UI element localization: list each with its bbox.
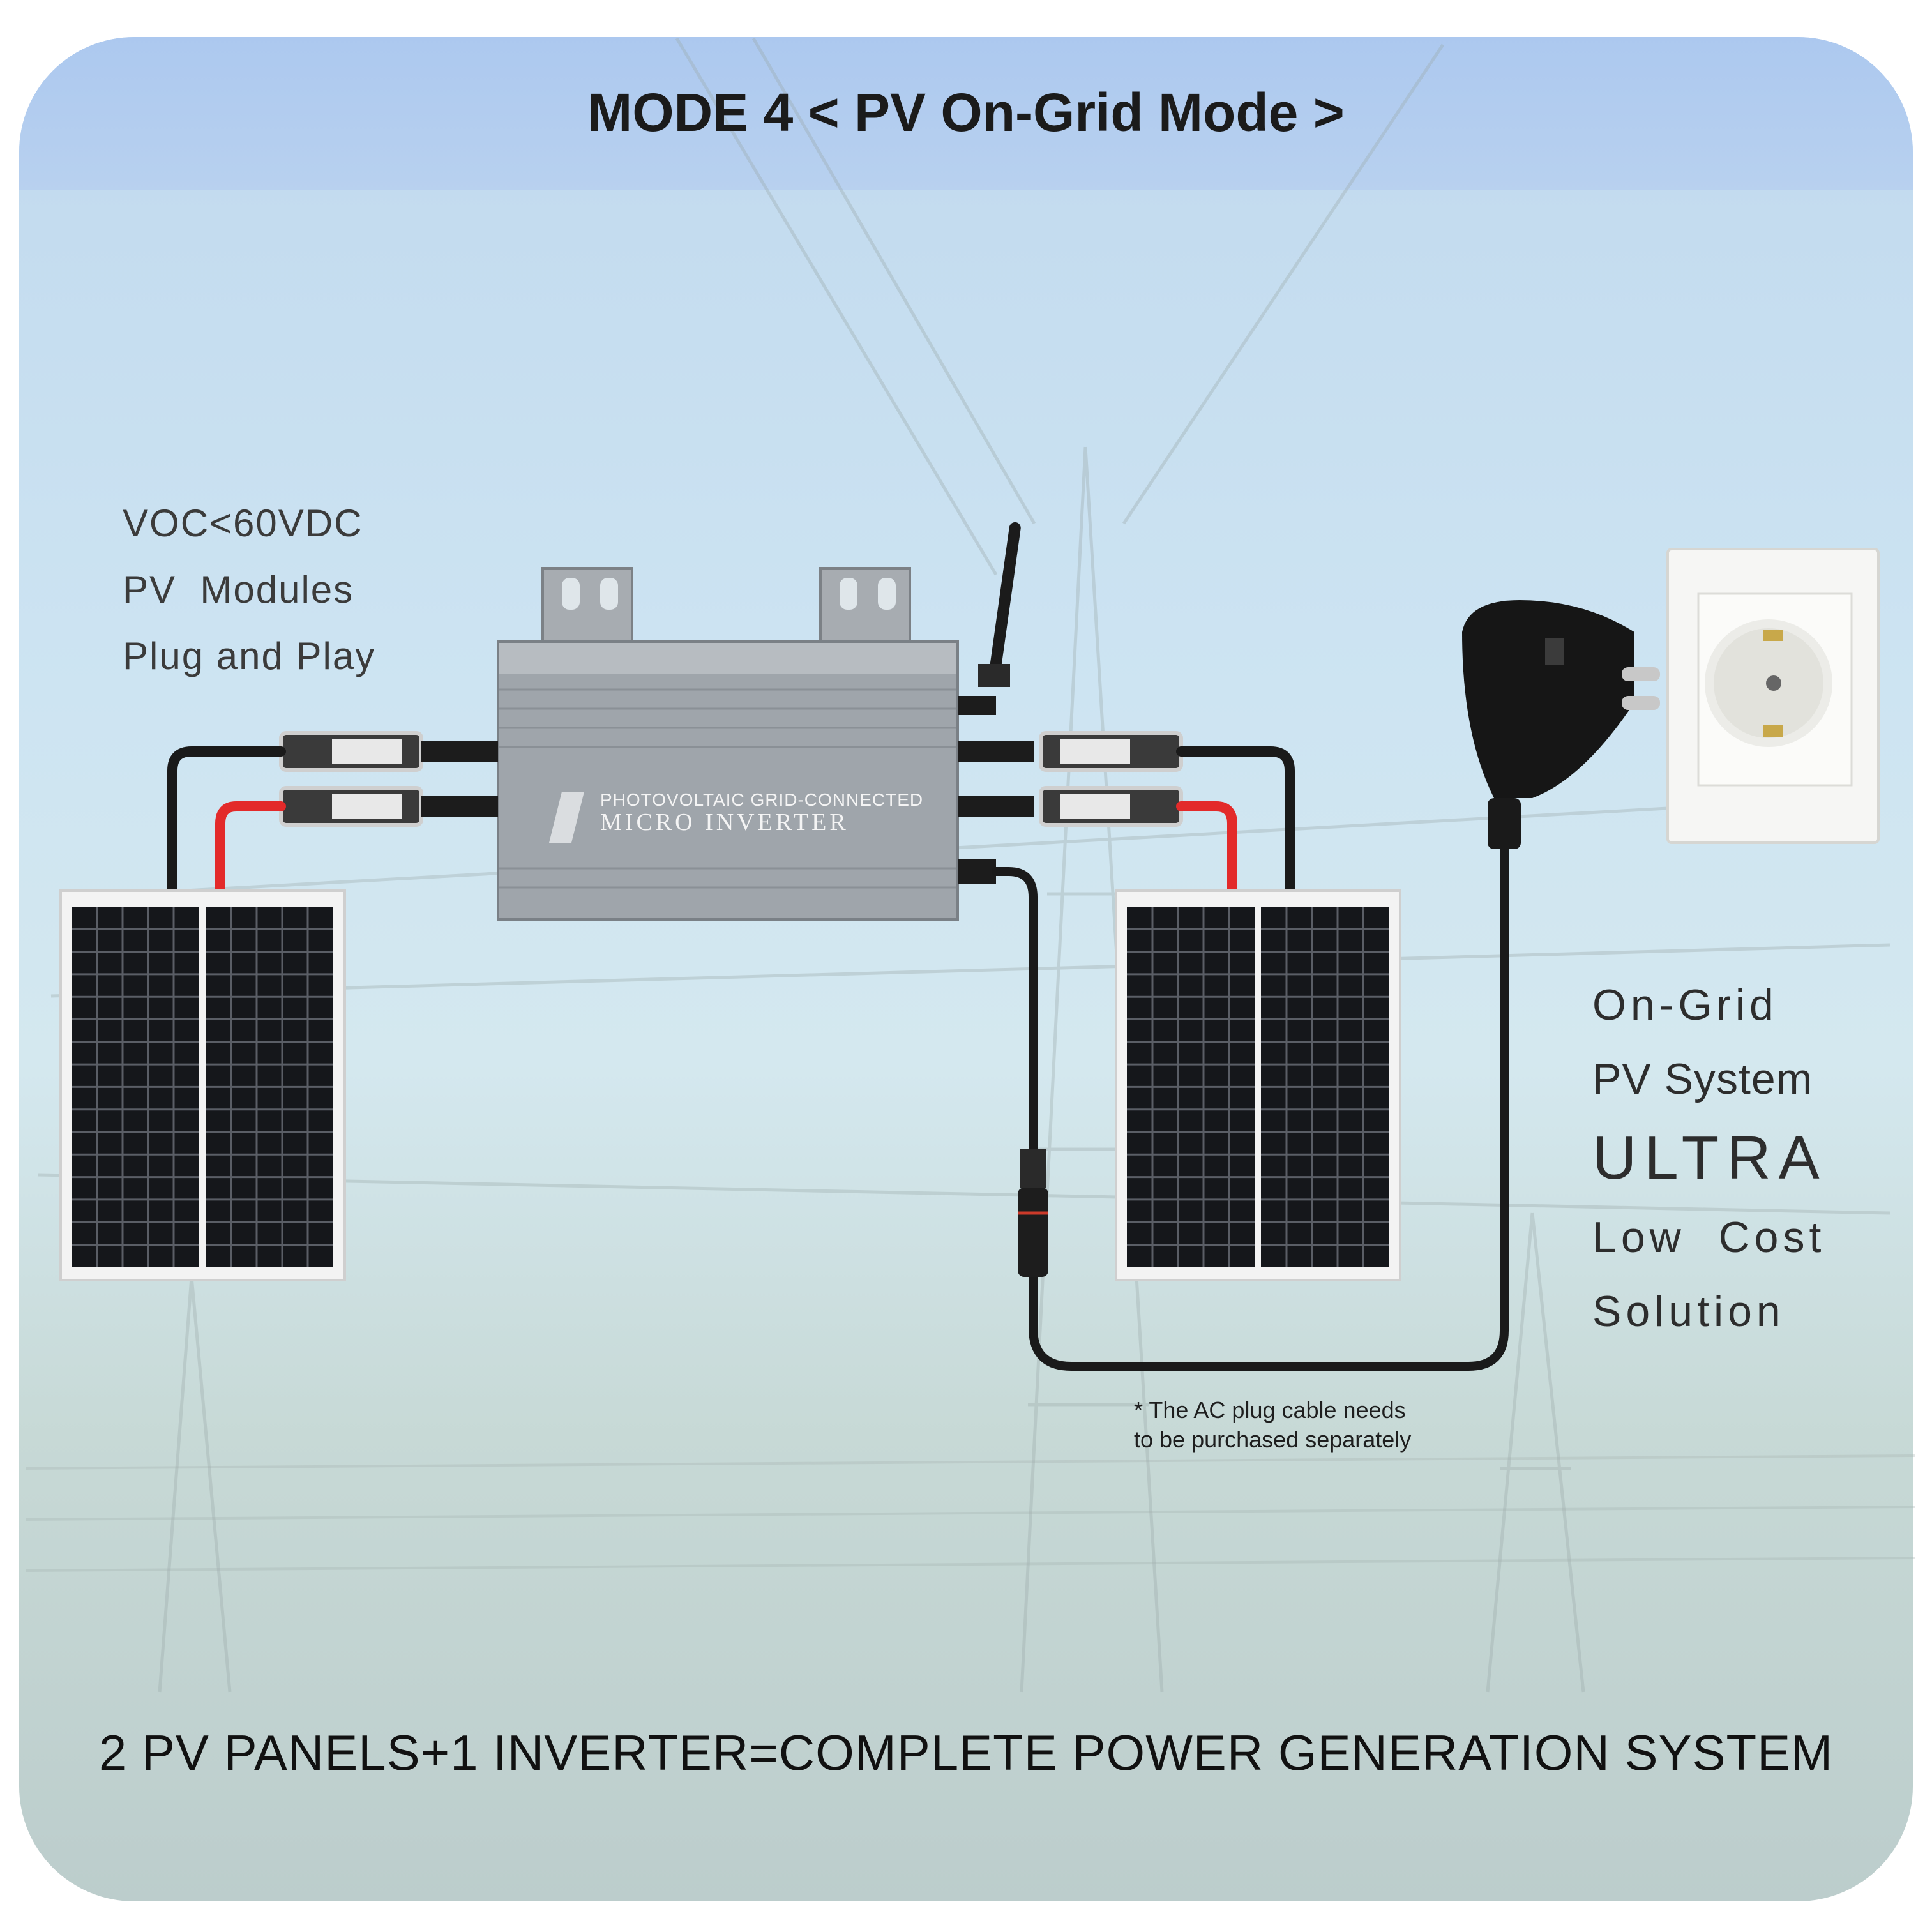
wall-socket-icon: [1666, 548, 1880, 844]
solar-logo-icon: [549, 792, 584, 843]
ac-cable: [992, 845, 1509, 1371]
pv-modules-note: PV Modules: [123, 568, 354, 611]
voc-note: VOC<60VDC: [123, 502, 363, 545]
plug-and-play-note: Plug and Play: [123, 635, 376, 677]
inverter-label-line2: MICRO INVERTER: [600, 809, 849, 836]
left-feature-notes: VOC<60VDC PV Modules Plug and Play: [123, 490, 375, 690]
micro-inverter: PHOTOVOLTAIC GRID-CONNECTED MICRO INVERT…: [497, 640, 959, 921]
panel-cell-grid: [72, 907, 1389, 1267]
pv-system-note: PV System: [1592, 1055, 1813, 1103]
low-cost-note: Low Cost: [1592, 1213, 1826, 1262]
substation-background: [25, 1454, 1916, 1572]
ultra-note: ULTRA: [1592, 1124, 1827, 1192]
page-title: MODE 4 < PV On-Grid Mode >: [587, 82, 1345, 142]
right-feature-notes: On-Grid PV System ULTRA Low Cost Solutio…: [1592, 968, 1827, 1348]
antenna-icon: [978, 522, 1021, 687]
solution-note: Solution: [1592, 1287, 1785, 1336]
ac-cable-splitter-connector: [1018, 1149, 1048, 1277]
ac-cable-disclaimer: * The AC plug cable needs to be purchase…: [1134, 1396, 1411, 1454]
inverter-label-line1: PHOTOVOLTAIC GRID-CONNECTED: [600, 790, 923, 810]
title-band: [19, 37, 1913, 190]
right-mc4-connectors: [958, 696, 1183, 884]
solar-panel-left: [59, 889, 346, 1281]
left-mc4-connectors: [279, 731, 498, 827]
dc-cables: [167, 746, 1295, 899]
bottom-tagline: 2 PV PANELS+1 INVERTER=COMPLETE POWER GE…: [98, 1724, 1834, 1781]
disclaimer-line1: * The AC plug cable needs: [1134, 1397, 1406, 1423]
inverter-mounting-brackets: [541, 567, 911, 646]
schuko-plug-icon: [1462, 600, 1660, 849]
disclaimer-line2: to be purchased separately: [1134, 1426, 1412, 1453]
on-grid-note: On-Grid: [1592, 981, 1778, 1029]
